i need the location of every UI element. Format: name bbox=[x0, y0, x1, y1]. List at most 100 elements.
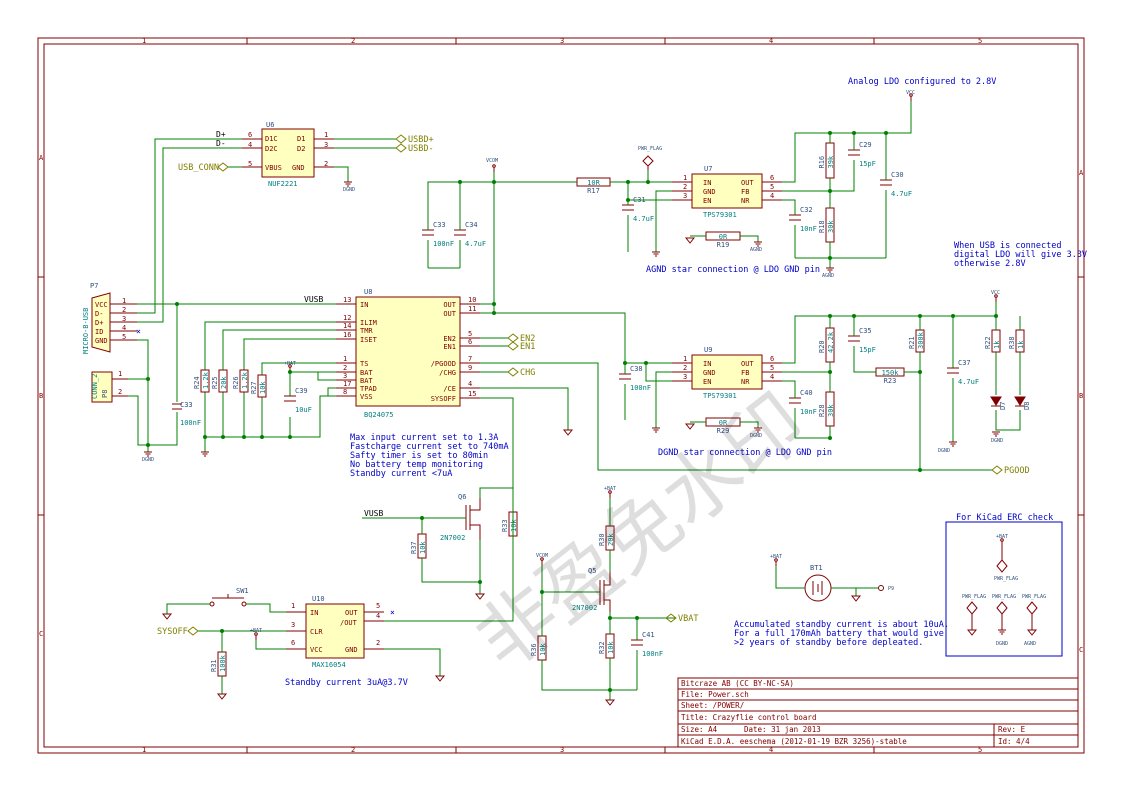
capacitor-c32: C32 10nF bbox=[789, 206, 817, 233]
u6-pin-d1: D1 bbox=[297, 135, 305, 143]
junctions bbox=[146, 131, 998, 692]
agnd-r19: AGND bbox=[750, 247, 762, 253]
vcc-analog: VCC bbox=[906, 90, 915, 96]
svg-text:SW1: SW1 bbox=[236, 587, 249, 595]
u9-wires bbox=[624, 302, 1021, 470]
u8-ref: U8 bbox=[364, 288, 372, 296]
label-usb-conn: USB_CONN bbox=[178, 162, 229, 173]
svg-text:4.7uF: 4.7uF bbox=[958, 378, 979, 386]
svg-text:D7: D7 bbox=[999, 402, 1007, 410]
svg-text:IN: IN bbox=[703, 360, 711, 368]
bt1-wires bbox=[775, 566, 878, 596]
row-label-a-left: A bbox=[39, 154, 44, 162]
pwr-flag-u7: PWR_FLAG bbox=[638, 146, 662, 152]
svg-text:1k: 1k bbox=[993, 340, 1001, 349]
svg-text:C37: C37 bbox=[958, 359, 971, 367]
u7-ref: U7 bbox=[704, 165, 712, 173]
note-max-input-4: No battery temp monitoring bbox=[350, 460, 483, 470]
svg-text:4: 4 bbox=[770, 373, 774, 381]
u8-pin-label: VSS bbox=[360, 393, 373, 401]
tb-company: Bitcraze AB (CC BY-NC-SA) bbox=[681, 679, 794, 688]
svg-text:10k: 10k bbox=[607, 641, 615, 654]
svg-text:6: 6 bbox=[291, 639, 295, 647]
vbat-u8: +BAT bbox=[284, 361, 296, 367]
svg-text:R33: R33 bbox=[501, 519, 509, 532]
svg-text:R26: R26 bbox=[232, 376, 240, 389]
u8-pin-num: 1 bbox=[343, 355, 347, 363]
svg-text:4.7uF: 4.7uF bbox=[465, 240, 486, 248]
u8-pin-num: 12 bbox=[343, 314, 351, 322]
svg-text:R16: R16 bbox=[818, 156, 826, 169]
svg-text:PGOOD: PGOOD bbox=[1004, 466, 1030, 476]
u8-pin-num: 6 bbox=[468, 338, 472, 346]
svg-text:10nF: 10nF bbox=[800, 225, 817, 233]
svg-text:R17: R17 bbox=[587, 187, 600, 195]
note-usb-1: When USB is connected bbox=[954, 241, 1061, 251]
svg-text:C32: C32 bbox=[800, 206, 813, 214]
svg-text:100nF: 100nF bbox=[180, 419, 201, 427]
svg-text:C41: C41 bbox=[642, 631, 655, 639]
led-d8: D8 bbox=[1014, 396, 1031, 410]
svg-text:300k: 300k bbox=[917, 331, 925, 349]
u7-tps79301: U7 TPS79301 IN GND EN OUT FB NR 1 2 3 6 … bbox=[672, 165, 782, 219]
u8-pin-label: EN2 bbox=[443, 335, 456, 343]
svg-text:15pF: 15pF bbox=[859, 160, 876, 168]
svg-text:C39: C39 bbox=[295, 387, 308, 395]
p7-pin-gnd: GND bbox=[95, 337, 108, 345]
col-label-4-top: 4 bbox=[769, 37, 773, 45]
svg-text:+BAT: +BAT bbox=[996, 534, 1008, 540]
svg-text:C29: C29 bbox=[859, 141, 872, 149]
svg-text:R22: R22 bbox=[984, 336, 992, 349]
svg-text:R18: R18 bbox=[818, 220, 826, 233]
led-d7: D7 bbox=[990, 396, 1007, 410]
svg-text:R29: R29 bbox=[717, 427, 730, 435]
svg-text:1: 1 bbox=[683, 355, 687, 363]
svg-text:1: 1 bbox=[122, 297, 126, 305]
svg-text:R19: R19 bbox=[717, 241, 730, 249]
svg-text:EN2: EN2 bbox=[520, 334, 535, 344]
bt1-battery: BT1 bbox=[804, 564, 832, 602]
svg-text:Q5: Q5 bbox=[588, 567, 596, 575]
svg-text:1: 1 bbox=[291, 602, 295, 610]
u7-value: TPS79301 bbox=[703, 211, 737, 219]
p7-pin-dplus: D+ bbox=[95, 319, 103, 327]
svg-text:3: 3 bbox=[291, 621, 295, 629]
col-label-5-top: 5 bbox=[978, 37, 982, 45]
u6-num-4: 4 bbox=[248, 141, 252, 149]
svg-text:2N7002: 2N7002 bbox=[440, 534, 465, 542]
u8-pin-label: ILIM bbox=[360, 319, 377, 327]
svg-text:100k: 100k bbox=[219, 654, 227, 672]
sw1-switch: SW1 bbox=[209, 587, 249, 607]
svg-text:0R: 0R bbox=[719, 419, 728, 427]
u8-pin-num: 4 bbox=[468, 380, 472, 388]
svg-text:30k: 30k bbox=[827, 220, 835, 233]
u8-pin-num: 2 bbox=[343, 364, 347, 372]
u8-pin-num: 17 bbox=[343, 380, 351, 388]
label-usbd-plus: USBD+ bbox=[395, 134, 434, 145]
svg-text:R24: R24 bbox=[193, 376, 201, 389]
col-label-5-bottom: 5 bbox=[978, 746, 982, 754]
svg-text:×: × bbox=[136, 327, 141, 336]
svg-text:R36: R36 bbox=[530, 643, 538, 656]
svg-text:PWR_FLAG: PWR_FLAG bbox=[1022, 594, 1046, 600]
svg-text:10k: 10k bbox=[510, 519, 518, 532]
svg-text:1: 1 bbox=[118, 370, 122, 378]
svg-text:EN: EN bbox=[703, 197, 711, 205]
u8-pin-num: 16 bbox=[343, 331, 351, 339]
svg-text:4.7uF: 4.7uF bbox=[891, 190, 912, 198]
svg-text:100nF: 100nF bbox=[433, 240, 454, 248]
svg-text:EN: EN bbox=[703, 378, 711, 386]
svg-text:R27: R27 bbox=[250, 381, 258, 394]
svg-text:10uF: 10uF bbox=[295, 406, 312, 414]
